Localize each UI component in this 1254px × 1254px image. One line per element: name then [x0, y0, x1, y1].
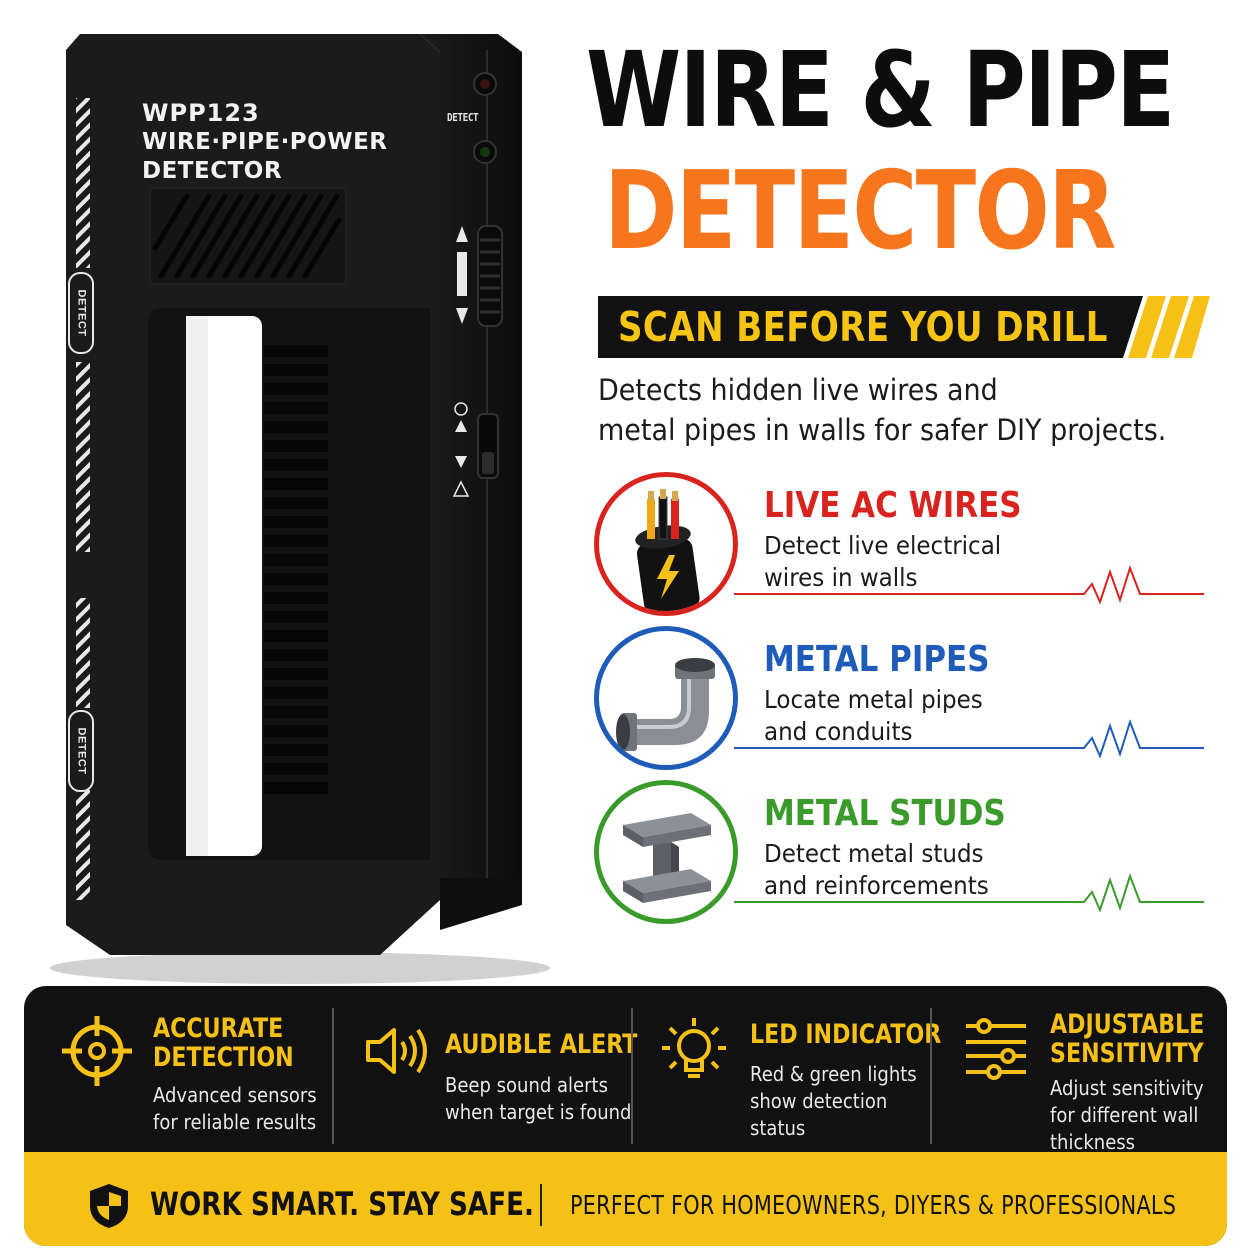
device-model: WPP123: [142, 99, 260, 127]
benefit-divider: [631, 1008, 633, 1144]
benefit-description: Red & green lights show detection status: [750, 1062, 917, 1140]
lightbulb-icon: [662, 1018, 726, 1078]
benefit-audible-alert: AUDIBLE ALERT Beep sound alerts when tar…: [336, 986, 637, 1152]
detector-body-graphic: [50, 34, 550, 984]
headline-line-1: WIRE & PIPE: [586, 29, 1175, 151]
feature-metal-pipes: METAL PIPES Locate metal pipes and condu…: [594, 626, 1214, 770]
tagline-text: SCAN BEFORE YOU DRILL: [618, 303, 1108, 351]
signal-wave-blue: [734, 718, 1204, 758]
feature-description: Detect metal studs and reinforcements: [764, 839, 989, 900]
benefit-description: Beep sound alerts when target is found: [445, 1073, 632, 1124]
description-line: metal pipes in walls for safer DIY proje…: [598, 413, 1167, 447]
benefit-adjustable-sensitivity: ADJUSTABLE SENSITIVITY Adjust sensitivit…: [934, 986, 1227, 1154]
banner-background: [598, 296, 1210, 358]
device-label: WPP123 WIRE·PIPE·POWER DETECTOR: [142, 98, 388, 186]
footer-slogan: WORK SMART. STAY SAFE.: [150, 1185, 535, 1223]
benefit-title: ADJUSTABLE SENSITIVITY: [1050, 1009, 1205, 1069]
speaker-icon: [366, 1028, 427, 1074]
benefit-description: Adjust sensitivity for different wall th…: [1050, 1076, 1204, 1154]
tagline-banner: SCAN BEFORE YOU DRILL: [598, 296, 1210, 358]
signal-wave-green: [734, 872, 1204, 912]
detect-marker-lower: DETECT: [68, 710, 94, 792]
footer-bar: [24, 1152, 1227, 1246]
description-line: Detects hidden live wires and: [598, 373, 998, 407]
metal-pipe-icon: [594, 626, 738, 770]
benefit-description: Advanced sensors for reliable results: [153, 1083, 317, 1134]
benefit-divider: [332, 1008, 334, 1144]
device-name-line-2: DETECTOR: [142, 158, 283, 184]
benefit-divider: [930, 1008, 932, 1144]
benefit-led-indicator: LED INDICATOR Red & green lights show de…: [636, 986, 941, 1152]
crosshair-icon: [62, 1016, 132, 1086]
sliders-icon: [966, 1018, 1026, 1080]
detect-marker-upper: DETECT: [68, 272, 94, 354]
benefit-accurate-detection: ACCURATE DETECTION Advanced sensors for …: [24, 986, 330, 1152]
footer-divider: [540, 1184, 542, 1226]
detector-device-image: WPP123 WIRE·PIPE·POWER DETECTOR DETECT D…: [0, 0, 560, 990]
feature-description: Detect live electrical wires in walls: [764, 531, 1002, 592]
live-wire-icon: [594, 472, 738, 616]
description: Detects hidden live wires and metal pipe…: [598, 370, 1209, 450]
benefit-title: LED INDICATOR: [750, 1019, 942, 1050]
feature-title: LIVE AC WIRES: [764, 485, 1022, 526]
feature-metal-studs: METAL STUDS Detect metal studs and reinf…: [594, 780, 1214, 924]
benefit-title: AUDIBLE ALERT: [445, 1029, 638, 1060]
signal-wave-red: [734, 564, 1204, 604]
feature-description: Locate metal pipes and conduits: [764, 685, 983, 746]
feature-title: METAL PIPES: [764, 639, 990, 680]
metal-stud-icon: [594, 780, 738, 924]
feature-title: METAL STUDS: [764, 793, 1006, 834]
shield-icon: [90, 1184, 128, 1228]
benefit-title: ACCURATE DETECTION: [153, 1013, 294, 1073]
headline-line-2: DETECTOR: [604, 149, 1116, 274]
benefits-panel: ACCURATE DETECTION Advanced sensors for …: [24, 986, 1227, 1246]
device-name-line: WIRE·PIPE·POWER: [142, 129, 388, 155]
detect-led-label: DETECT: [447, 111, 479, 124]
footer-audience: PERFECT FOR HOMEOWNERS, DIYERS & PROFESS…: [570, 1191, 1177, 1221]
feature-live-ac-wires: LIVE AC WIRES Detect live electrical wir…: [594, 472, 1214, 616]
